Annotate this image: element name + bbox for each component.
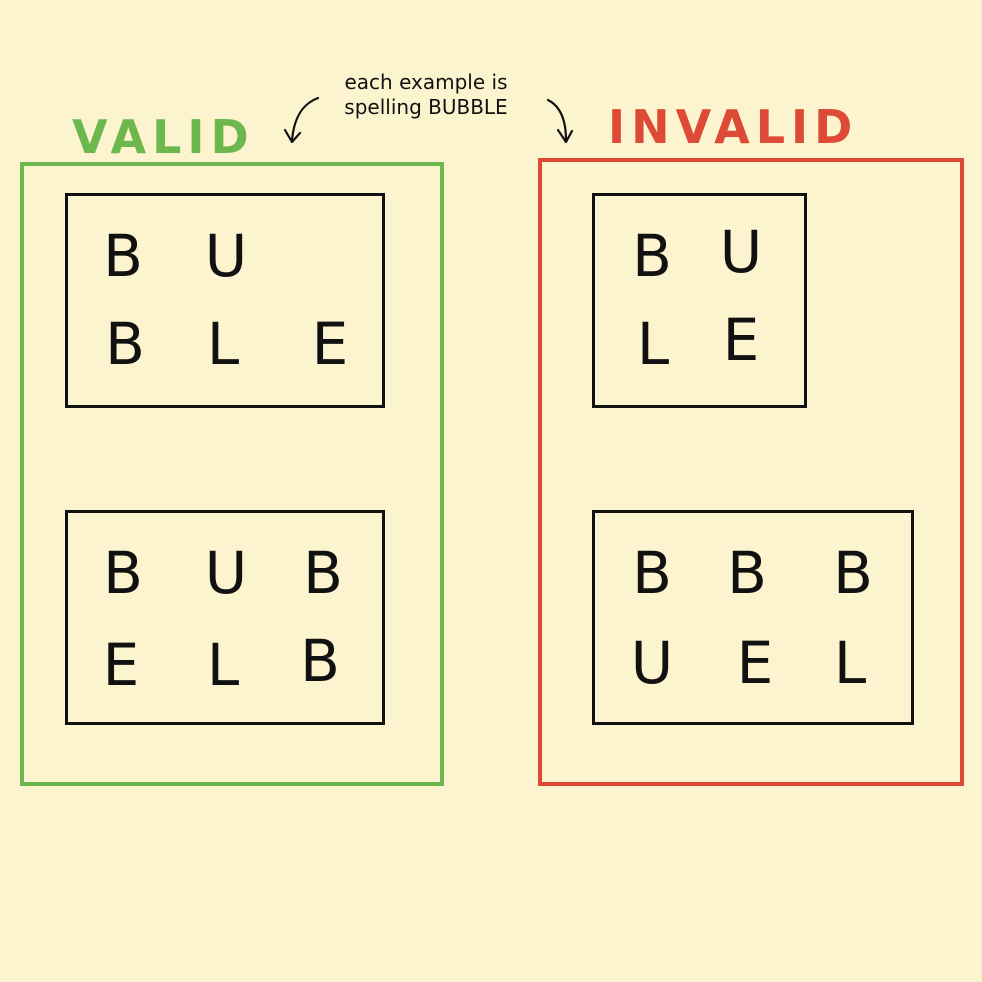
valid-heading: VALID [72, 110, 255, 164]
invalid-example-2: B B B U E L [592, 510, 914, 725]
letter-tile: B [632, 539, 672, 607]
letter-tile: E [311, 310, 349, 378]
annotation-note: each example is spelling BUBBLE [296, 70, 556, 120]
invalid-heading: INVALID [608, 100, 859, 154]
valid-example-1: B U B L E [65, 193, 385, 408]
letter-tile: U [204, 539, 248, 607]
letter-tile: B [833, 539, 873, 607]
invalid-panel [538, 158, 964, 786]
letter-tile: B [105, 310, 145, 378]
letter-tile: B [727, 539, 767, 607]
valid-example-2: B U B E L B [65, 510, 385, 725]
letter-tile: L [636, 310, 670, 378]
invalid-example-1: B U L E [592, 193, 807, 408]
letter-tile: E [736, 629, 774, 697]
letter-tile: L [206, 310, 240, 378]
annotation-line-1: each example is [344, 70, 508, 94]
letter-tile: E [102, 631, 140, 699]
annotation-line-2: spelling BUBBLE [344, 95, 508, 119]
letter-tile: U [204, 222, 248, 290]
letter-tile: B [300, 627, 340, 695]
letter-tile: B [303, 539, 343, 607]
right-arrow-icon [546, 98, 574, 144]
valid-panel [20, 162, 444, 786]
letter-tile: B [632, 222, 672, 290]
left-arrow-icon [283, 96, 320, 144]
letter-tile: L [833, 629, 867, 697]
letter-tile: U [630, 629, 674, 697]
letter-tile: E [722, 306, 760, 374]
letter-tile: U [719, 218, 763, 286]
letter-tile: L [206, 631, 240, 699]
letter-tile: B [103, 222, 143, 290]
letter-tile: B [103, 539, 143, 607]
